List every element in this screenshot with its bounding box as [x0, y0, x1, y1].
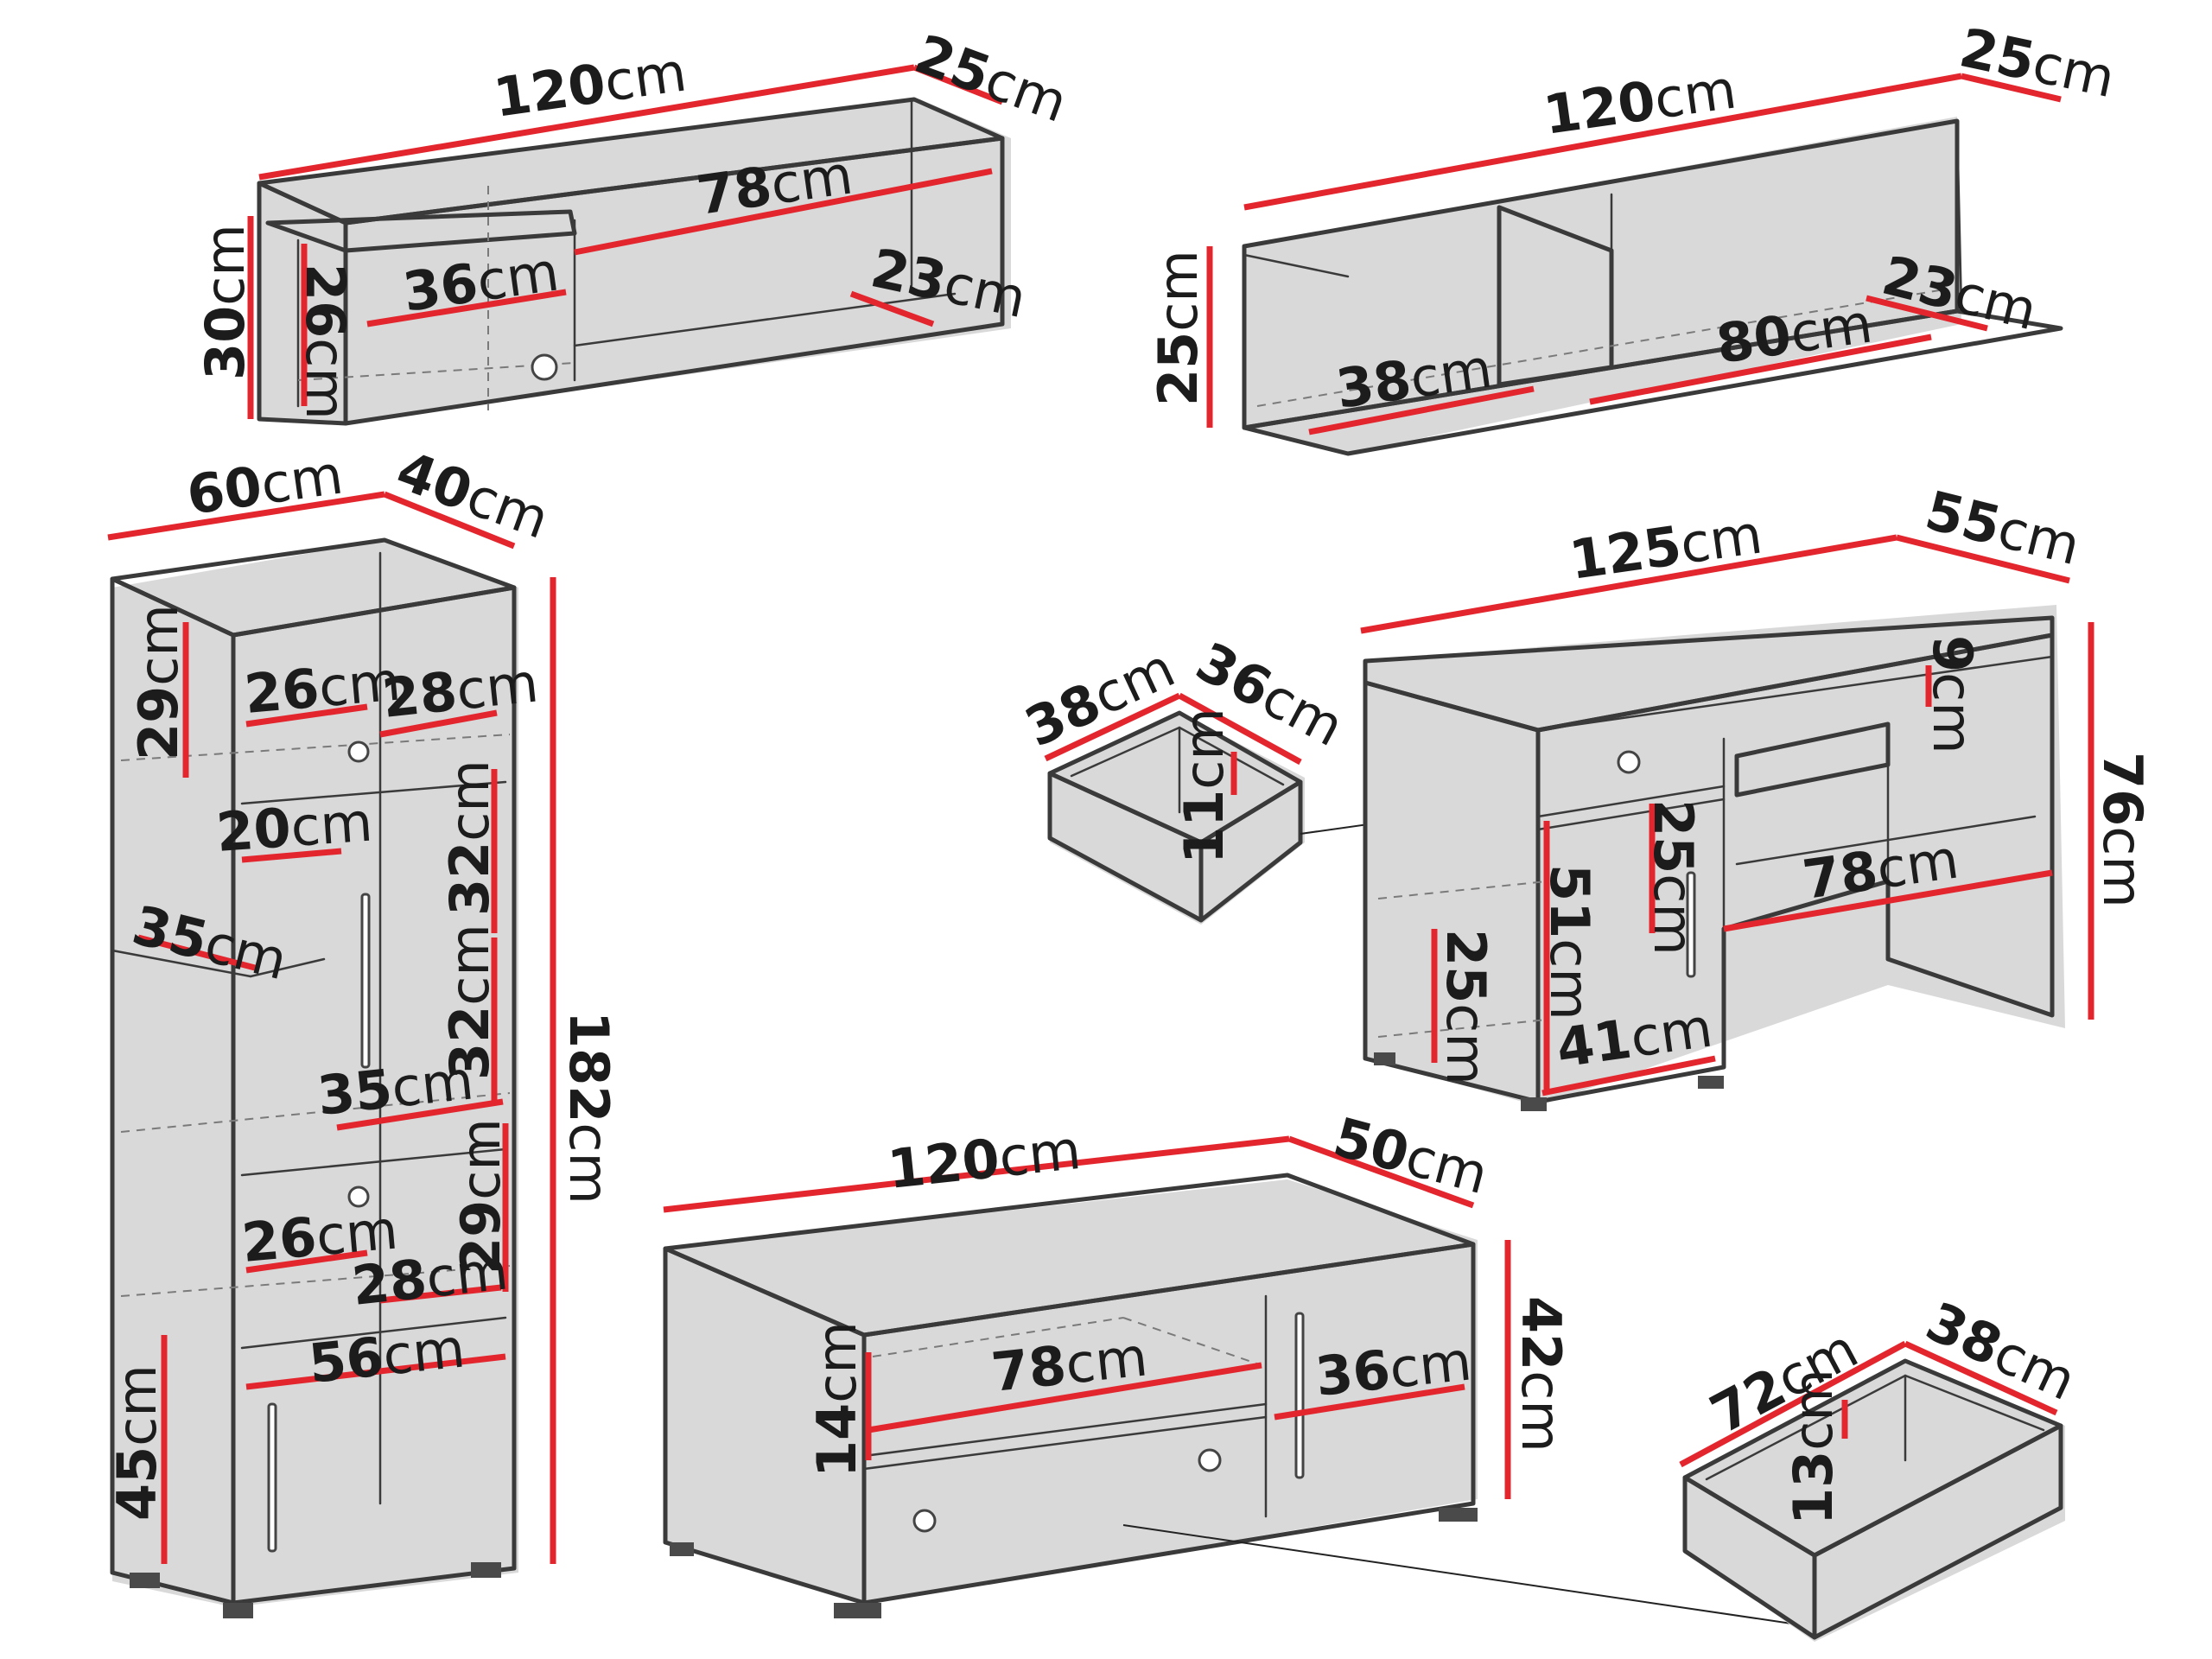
- tv-door-width-label: 36cm: [1313, 1329, 1474, 1408]
- cabinet-top-left-width-line: [245, 703, 368, 728]
- cabinet-lower-left-line: [245, 1249, 368, 1274]
- shelf1-width-line: [258, 64, 915, 181]
- desk-width-label: 125cm: [1566, 502, 1766, 591]
- tv-depth-label: 50cm: [1327, 1105, 1495, 1206]
- tv-door-width-line: [1274, 1383, 1465, 1421]
- cabinet-bottom-width-label: 56cm: [306, 1316, 467, 1395]
- cabinet-bottom-width-line: [245, 1353, 506, 1390]
- shelf1-width-label: 120cm: [490, 40, 690, 129]
- tv-drawer-height-label: 14cm: [805, 1321, 868, 1478]
- cabinet-top-left-label: 26cm: [242, 649, 403, 725]
- shelf1-depth-line: [912, 64, 1004, 105]
- cabinet-top-right-label: 28cm: [379, 651, 541, 729]
- cabinet-door-width-label: 20cm: [214, 791, 374, 864]
- cabinet-depth-label: 40cm: [389, 438, 557, 550]
- shelf1-open-width-label: 78cm: [693, 143, 856, 226]
- shelf1-inner-depth-line: [849, 290, 935, 327]
- shelf2-depth-line: [1961, 73, 2062, 103]
- small-drawer-height-label: 11cm: [1173, 708, 1236, 864]
- cabinet-lower-niche-label: 29cm: [449, 1118, 512, 1274]
- shelf1-compartment-width-line: [366, 289, 567, 327]
- shelf2-width-label: 120cm: [1540, 57, 1740, 146]
- cabinet-middle-shelf-line: [336, 1098, 504, 1131]
- desk-pedestal-height-label: 51cm: [1538, 864, 1601, 1020]
- tv-depth-line: [1287, 1135, 1475, 1209]
- tv-width-label: 120cm: [885, 1118, 1084, 1201]
- tv-drawer-width-line: [868, 1362, 1262, 1433]
- shelf2-right-width-label: 80cm: [1713, 291, 1876, 375]
- desk-lower-height-label: 25cm: [1434, 929, 1497, 1085]
- shelf1-open-width-line: [574, 168, 993, 256]
- tv-height-label: 42cm: [1510, 1296, 1573, 1452]
- wall-shelf-2: 120cm 25cm 25cm 38cm 80cm 23cm: [1147, 16, 2120, 456]
- shelf1-compartment-width-label: 36cm: [399, 239, 563, 323]
- desk-pedestal-width-line: [1541, 1055, 1716, 1096]
- cabinet-top-height-label: 29cm: [127, 604, 190, 760]
- shelf2-width-line: [1243, 73, 1962, 211]
- tv-stand: 120cm 50cm 42cm 14cm 78cm 36cm: [663, 1105, 1798, 1625]
- cabinet-left-shelf-line: [137, 934, 256, 971]
- desk-height-label: 76cm: [2091, 752, 2154, 908]
- shelf2-right-width-line: [1589, 334, 1932, 405]
- desk: 125cm 55cm 76cm 9cm 25cm 78cm 51cm 25cm …: [1360, 479, 2154, 1111]
- cabinet-bottom-height-label: 45cm: [105, 1364, 168, 1521]
- cabinet-lower-right-line: [379, 1284, 502, 1304]
- cabinet-lower-left-label: 26cm: [239, 1198, 400, 1274]
- cabinet-height-label: 182cm: [557, 1011, 620, 1205]
- desk-knee-width-label: 78cm: [1799, 827, 1962, 911]
- shelf1-compartment-height-label: 26cm: [294, 264, 357, 420]
- shelf2-left-width-line: [1308, 385, 1535, 435]
- tall-cabinet: 60cm 40cm 182cm 29cm 26cm 28cm 20cm 35cm…: [105, 438, 620, 1618]
- cabinet-width-label: 60cm: [183, 442, 346, 526]
- shelf2-left-width-label: 38cm: [1332, 336, 1496, 420]
- desk-knee-height-label: 25cm: [1642, 799, 1705, 956]
- desk-depth-line: [1896, 534, 2070, 584]
- shelf2-height-label: 25cm: [1147, 250, 1210, 406]
- cabinet-top-right-width-line: [379, 709, 498, 738]
- cabinet-depth-line: [383, 491, 516, 550]
- large-drawer-depth-line: [1904, 1340, 2058, 1416]
- desk-pedestal-width-label: 41cm: [1553, 995, 1716, 1079]
- shelf1-height-label: 30cm: [194, 224, 257, 380]
- tv-width-line: [663, 1135, 1290, 1213]
- drawer-large: 72cm 38cm 13cm: [1679, 1289, 2085, 1642]
- cabinet-middle-shelf-label: 35cm: [315, 1048, 476, 1127]
- cabinet-door-middle-label: 32cm: [438, 924, 501, 1080]
- desk-shelf-height-label: 9cm: [1921, 635, 1984, 754]
- large-drawer-width-line: [1679, 1340, 1907, 1468]
- small-drawer-width-line: [1044, 692, 1181, 762]
- cabinet-width-line: [107, 491, 385, 541]
- cabinet-door-upper-label: 32cm: [438, 760, 501, 916]
- desk-width-line: [1360, 534, 1897, 634]
- small-drawer-depth-line: [1178, 692, 1302, 766]
- shelf2-inner-depth-line: [1866, 295, 1988, 332]
- cabinet-lower-right-label: 28cm: [349, 1238, 511, 1317]
- wall-shelf-1: 120cm 25cm 30cm 26cm 36cm 78cm 23cm: [194, 22, 1076, 426]
- large-drawer-height-label: 13cm: [1782, 1369, 1845, 1525]
- tv-drawer-width-label: 78cm: [988, 1325, 1150, 1403]
- cabinet-door-width-line: [241, 848, 342, 863]
- desk-knee-width-line: [1723, 869, 2053, 932]
